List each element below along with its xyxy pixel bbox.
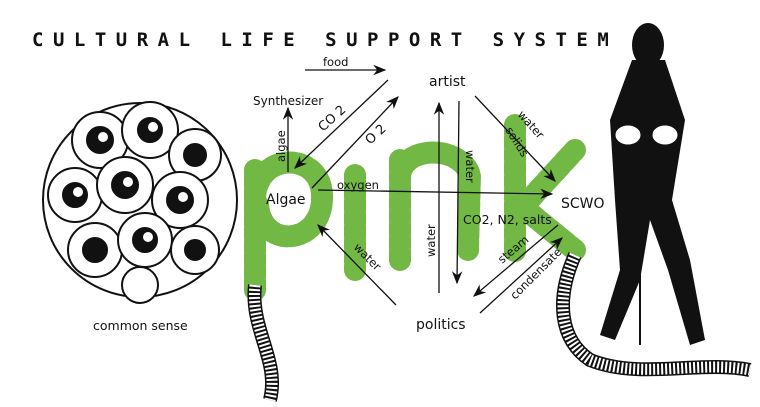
hose-illustration xyxy=(247,252,752,402)
water-left-arrow xyxy=(317,224,397,306)
water-solids-arrow xyxy=(474,95,556,182)
node-common-sense: common sense xyxy=(93,318,188,333)
label-food: food xyxy=(323,55,348,69)
condensate-arrow xyxy=(479,237,563,314)
node-artist: artist xyxy=(429,74,466,90)
label-algae: algae xyxy=(274,130,288,162)
label-water-down: water xyxy=(463,150,477,183)
water-down-arrow xyxy=(451,100,463,285)
cell-cluster-illustration xyxy=(42,101,238,304)
label-co2-n2-salts: CO2, N2, salts xyxy=(463,212,552,227)
page-title: CULTURAL LIFE SUPPORT SYSTEM xyxy=(32,29,618,51)
node-algae: Algae xyxy=(266,192,306,208)
label-water-up: water xyxy=(424,224,438,257)
label-o2: O 2 xyxy=(363,122,390,148)
node-synthesizer: Synthesizer xyxy=(253,94,323,108)
co2-arrow xyxy=(294,79,389,169)
label-oxygen: oxygen xyxy=(337,178,379,192)
latex-figure-illustration xyxy=(600,23,705,345)
steam-arrow xyxy=(473,224,559,297)
node-politics: politics xyxy=(416,317,466,333)
o2-arrow xyxy=(311,96,399,189)
node-scwo: SCWO xyxy=(561,196,605,212)
oxygen-arrow xyxy=(317,188,554,199)
